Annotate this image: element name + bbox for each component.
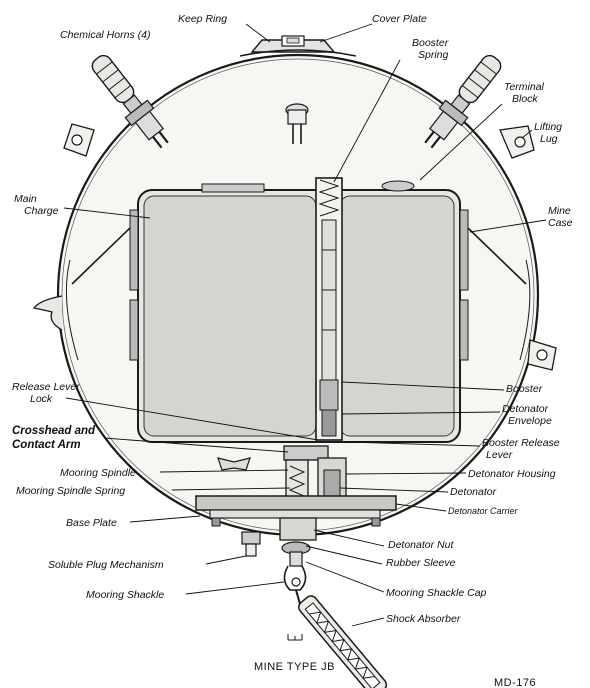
label-terminal-block-1: Terminal [504, 81, 545, 93]
label-booster: Booster [506, 383, 543, 395]
label-base-plate: Base Plate [66, 517, 117, 529]
label-booster-spring-2: Spring [418, 49, 449, 61]
label-main-charge-2: Charge [24, 205, 59, 217]
label-detonator-housing: Detonator Housing [468, 468, 556, 480]
label-booster-release-lever-2: Lever [486, 449, 513, 461]
main-charge [71, 180, 527, 443]
label-mooring-spindle-spring: Mooring Spindle Spring [16, 485, 125, 497]
label-detonator-carrier: Detonator Carrier [448, 506, 519, 516]
figure-code: MD-176 [494, 677, 536, 688]
label-booster-release-lever-1: Booster Release [482, 437, 560, 449]
mooring-shackle [283, 565, 307, 605]
scale-mark [287, 634, 303, 641]
chemical-horn-right [424, 54, 502, 149]
label-cover-plate: Cover Plate [372, 13, 427, 25]
label-lifting-lug-1: Lifting [534, 121, 562, 133]
label-soluble-plug: Soluble Plug Mechanism [48, 559, 164, 571]
lifting-lug-right [499, 125, 535, 159]
base-assembly [195, 445, 397, 567]
label-release-lever-lock-1: Release Lever [12, 381, 80, 393]
booster-spring [318, 179, 340, 217]
lifting-lug-left [63, 123, 95, 157]
label-mooring-spindle: Mooring Spindle [60, 467, 136, 479]
label-terminal-block-2: Block [512, 93, 538, 105]
lifting-lug-lower-right [527, 339, 557, 371]
shock-absorber [298, 595, 394, 688]
inner-fitting [285, 103, 309, 144]
label-detonator: Detonator [450, 486, 497, 498]
label-mooring-shackle-cap: Mooring Shackle Cap [386, 587, 487, 599]
label-rubber-sleeve: Rubber Sleeve [386, 557, 456, 569]
soluble-plug-mechanism [241, 531, 261, 557]
label-mine-case-1: Mine [548, 205, 571, 217]
label-detonator-nut: Detonator Nut [388, 539, 454, 551]
leader-lines [63, 23, 547, 627]
label-booster-spring-1: Booster [412, 37, 449, 49]
label-crosshead-2: Contact Arm [12, 439, 81, 451]
label-detonator-envelope-2: Envelope [508, 415, 552, 427]
caption: MINE TYPE JB [254, 661, 335, 673]
labels: Keep Ring Cover Plate Chemical Horns (4)… [12, 13, 573, 688]
label-keep-ring: Keep Ring [178, 13, 227, 25]
label-chemical-horns: Chemical Horns (4) [60, 29, 150, 41]
label-mooring-shackle: Mooring Shackle [86, 589, 164, 601]
booster-tube [315, 177, 343, 441]
label-mine-case-2: Case [548, 217, 573, 229]
label-detonator-envelope-1: Detonator [502, 403, 549, 415]
label-main-charge-1: Main [14, 193, 37, 205]
label-lifting-lug-2: Lug [540, 133, 558, 145]
label-shock-absorber: Shock Absorber [386, 613, 461, 625]
cover-plate [239, 35, 357, 57]
label-crosshead-1: Crosshead and [12, 425, 96, 437]
chemical-horn-left [91, 54, 169, 149]
label-release-lever-lock-2: Lock [30, 393, 53, 405]
side-hook [32, 295, 63, 331]
